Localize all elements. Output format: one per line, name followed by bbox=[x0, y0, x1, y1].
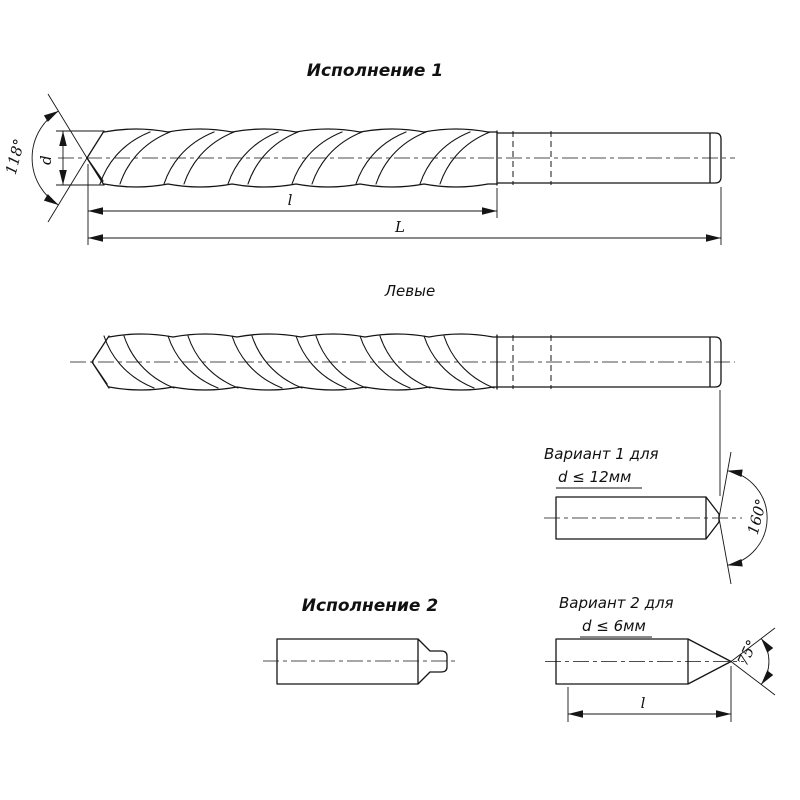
angle-75-legs bbox=[730, 627, 776, 696]
drill-left-hand bbox=[70, 333, 735, 496]
angle-160-legs bbox=[718, 451, 732, 585]
dim-point-angle: 118° bbox=[2, 137, 29, 177]
drill2-bottom-edge bbox=[108, 386, 498, 391]
angle-160-arc bbox=[727, 469, 768, 567]
variant2-length-dimension: l bbox=[567, 666, 732, 722]
drill1-hidden-lines bbox=[512, 131, 552, 185]
title-version2: Исполнение 2 bbox=[302, 596, 438, 616]
drill2-shank bbox=[496, 334, 722, 390]
angle-118-arc bbox=[31, 110, 59, 206]
version2-outline bbox=[276, 638, 448, 685]
label-variant1-line1: Вариант 1 для bbox=[544, 445, 659, 463]
label-left-hand: Левые bbox=[384, 282, 435, 300]
drill1-shank bbox=[496, 130, 722, 186]
drill2-hidden-lines bbox=[512, 335, 552, 389]
label-variant2-line2: d ≤ 6мм bbox=[582, 617, 646, 635]
drill1-top-edge bbox=[103, 128, 498, 133]
dim-total-length: L bbox=[394, 218, 405, 236]
dim-variant2-length: l bbox=[641, 694, 646, 712]
variant2-group: Вариант 2 для d ≤ 6мм bbox=[545, 594, 744, 685]
label-variant2-line1: Вариант 2 для bbox=[559, 594, 674, 612]
total-length-dimension: L bbox=[88, 187, 722, 245]
angle-75-annotation: 75° bbox=[730, 627, 776, 696]
drill2-point bbox=[91, 335, 110, 389]
drill-version1 bbox=[58, 128, 735, 188]
flute-length-extension-lines bbox=[87, 164, 498, 245]
diameter-dimension: d bbox=[37, 130, 104, 186]
variant2-outline bbox=[555, 638, 732, 685]
drill1-flutes bbox=[99, 131, 491, 185]
drill2-top-edge bbox=[108, 333, 498, 338]
dim-diameter: d bbox=[37, 155, 55, 165]
title-version1: Исполнение 1 bbox=[307, 61, 443, 81]
flute-length-dimension: l bbox=[87, 164, 498, 245]
dim-shank-end-angle: 160° bbox=[744, 497, 771, 537]
angle-75-arc bbox=[760, 638, 774, 685]
variant1-shank-end bbox=[555, 496, 720, 540]
variant1-group: Вариант 1 для d ≤ 12мм bbox=[544, 445, 742, 540]
dim-flute-length: l bbox=[288, 191, 293, 209]
drill1-bottom-edge bbox=[103, 183, 498, 188]
drill2-flutes bbox=[103, 335, 495, 389]
version2-blank bbox=[263, 638, 458, 685]
label-variant1-line2: d ≤ 12мм bbox=[558, 468, 631, 486]
angle-118-legs bbox=[47, 93, 88, 223]
